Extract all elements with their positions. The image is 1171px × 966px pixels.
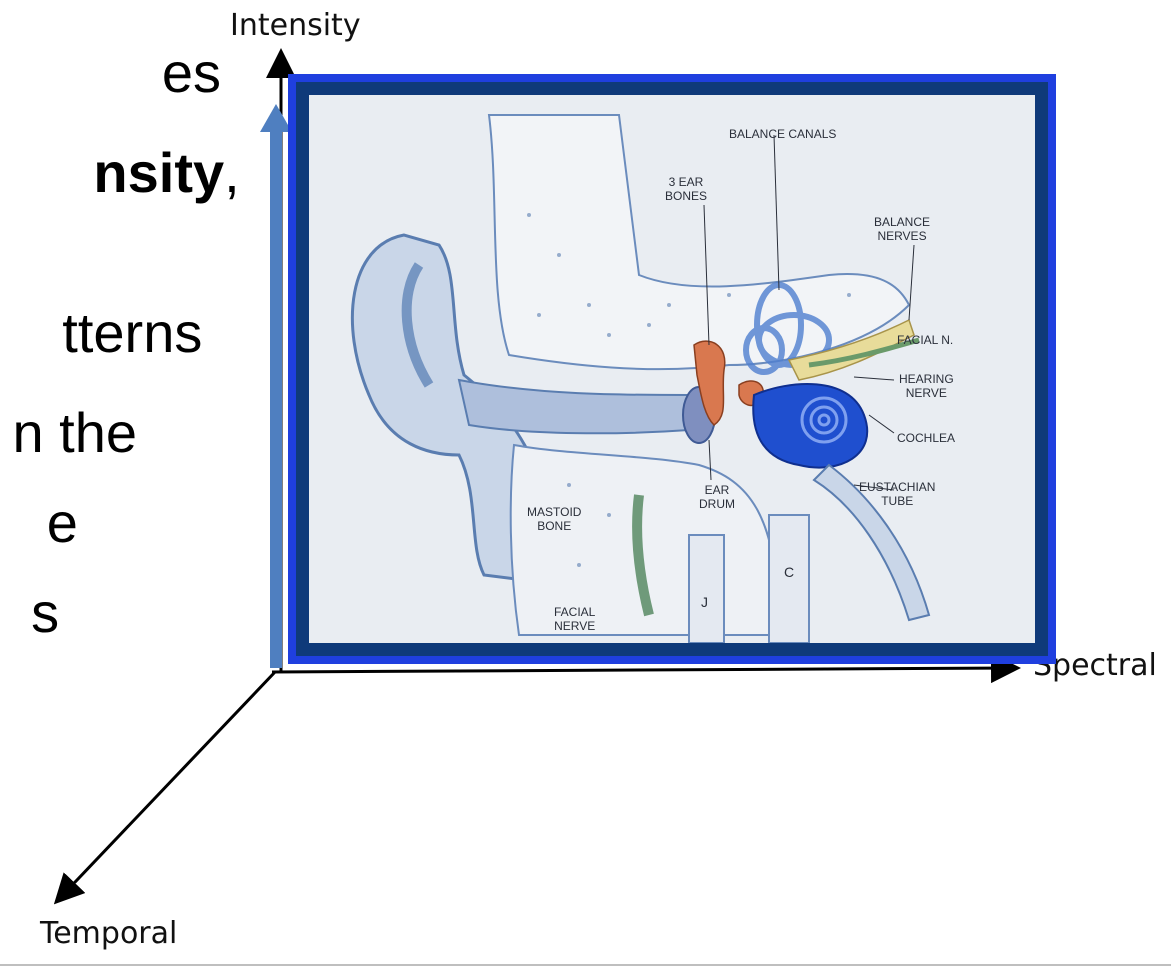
spectral-axis-line [272,668,1015,672]
label-facial-n: FACIAL N. [897,333,953,347]
temporal-label: Temporal [40,916,177,951]
temporal-axis-line [58,672,275,900]
label-j: J [701,595,708,609]
j-column [689,535,724,643]
label-c: C [784,565,794,579]
label-balance-canals: BALANCE CANALS [729,127,836,141]
intensity-label: Intensity [230,8,361,43]
cochlea [753,384,867,468]
label-cochlea: COCHLEA [897,431,955,445]
temporal-bone [489,115,909,369]
ear-canal [459,380,689,433]
